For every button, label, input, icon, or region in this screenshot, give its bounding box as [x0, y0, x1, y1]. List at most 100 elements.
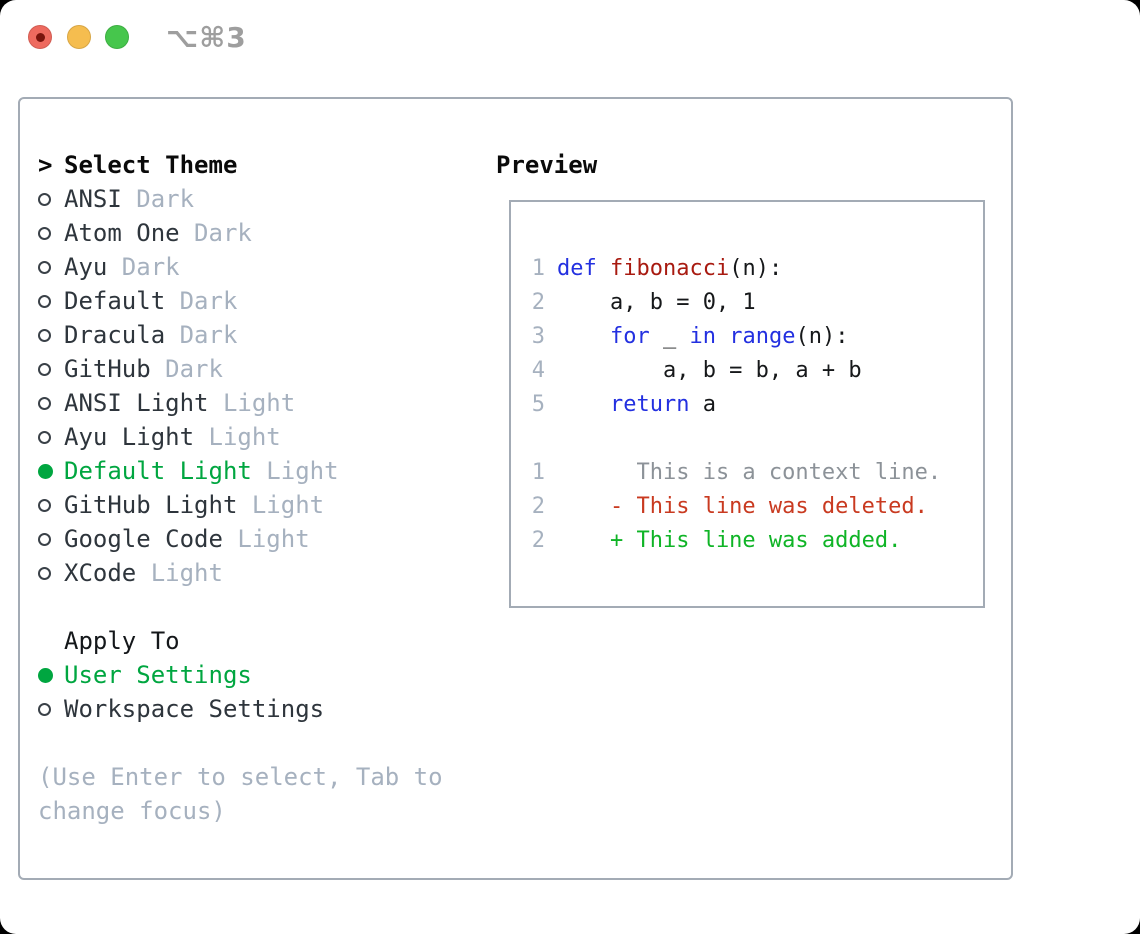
spacer-row	[38, 590, 443, 624]
close-dot-icon	[35, 32, 45, 42]
row-marker	[38, 260, 64, 274]
row-marker	[38, 498, 64, 512]
diff-line-deleted: 2 - This line was deleted.	[523, 489, 941, 523]
line-number: 2	[531, 289, 545, 315]
code-token-pl	[557, 392, 610, 417]
line-number: 3	[531, 323, 545, 349]
theme-item-ayu-light[interactable]: Ayu Light Light	[38, 420, 443, 454]
radio-unselected-icon	[38, 532, 51, 546]
theme-variant-tag: Dark	[150, 355, 223, 383]
code-token-pl: (n):	[729, 255, 783, 281]
code-text: for _ in range(n):	[557, 324, 848, 349]
line-number: 2	[531, 527, 545, 553]
row-marker	[38, 463, 64, 479]
row-marker	[38, 667, 64, 683]
theme-item-ayu[interactable]: Ayu Dark	[38, 250, 443, 284]
theme-item-label: ANSI Light	[64, 389, 209, 417]
theme-item-github-light[interactable]: GitHub Light Light	[38, 488, 443, 522]
code-token-pl: a, b = 0, 1	[557, 289, 756, 315]
code-token-kw: def	[557, 255, 597, 281]
theme-item-label: Atom One	[64, 219, 180, 247]
theme-variant-tag: Dark	[165, 321, 238, 349]
apply-option-workspace-settings[interactable]: Workspace Settings	[38, 692, 443, 726]
diff-text: This is a context line.	[557, 459, 942, 485]
row-marker	[38, 430, 64, 444]
apply-to-header: Apply To	[38, 624, 443, 658]
radio-selected-icon	[38, 463, 53, 479]
theme-item-label: GitHub Light	[64, 491, 238, 519]
theme-item-label: ANSI	[64, 185, 122, 213]
spacer-row	[38, 726, 443, 760]
theme-variant-tag: Light	[136, 559, 223, 587]
line-number: 1	[531, 255, 545, 281]
theme-variant-tag: Light	[237, 491, 325, 519]
line-number: 4	[531, 357, 545, 383]
selection-prompt-icon: >	[38, 151, 53, 179]
theme-item-default[interactable]: Default Dark	[38, 284, 443, 318]
code-text: a, b = 0, 1	[557, 290, 756, 315]
code-line: 5 return a	[523, 387, 941, 421]
theme-item-google-code[interactable]: Google Code Light	[38, 522, 443, 556]
select-theme-title: Select Theme	[64, 151, 238, 179]
close-button[interactable]	[28, 25, 52, 49]
theme-item-ansi-light[interactable]: ANSI Light Light	[38, 386, 443, 420]
code-token-kw: in	[689, 323, 716, 349]
row-marker	[38, 294, 64, 308]
code-line: 4 a, b = b, a + b	[523, 353, 941, 387]
row-marker: >	[38, 151, 64, 179]
code-token-pl: a	[689, 391, 716, 417]
preview-title: Preview	[496, 151, 598, 179]
keyboard-shortcut-label: ⌥⌘3	[166, 21, 247, 54]
preview-box	[509, 200, 985, 608]
theme-item-label: Default	[64, 287, 166, 315]
line-number: 5	[531, 391, 545, 417]
code-text: a, b = b, a + b	[557, 358, 862, 383]
code-token-pl	[716, 324, 729, 349]
apply-option-label: Workspace Settings	[64, 695, 325, 723]
theme-item-github[interactable]: GitHub Dark	[38, 352, 443, 386]
radio-unselected-icon	[38, 362, 51, 376]
theme-item-dracula[interactable]: Dracula Dark	[38, 318, 443, 352]
row-marker	[38, 702, 64, 716]
theme-variant-tag: Light	[222, 525, 310, 553]
theme-item-ansi[interactable]: ANSI Dark	[38, 182, 443, 216]
theme-item-label: Dracula	[64, 321, 166, 349]
radio-unselected-icon	[38, 430, 51, 444]
code-text: return a	[557, 392, 716, 417]
row-marker	[38, 226, 64, 240]
code-token-pl	[557, 324, 610, 349]
preview-code: 1 def fibonacci(n): 2 a, b = 0, 1 3 for _ i…	[523, 251, 941, 557]
theme-variant-tag: Dark	[107, 253, 180, 281]
code-token-pl: a, b = b, a + b	[557, 357, 862, 383]
row-marker	[38, 532, 64, 546]
radio-unselected-icon	[38, 328, 51, 342]
theme-item-default-light[interactable]: Default Light Light	[38, 454, 443, 488]
diff-text: + This line was added.	[557, 527, 902, 553]
minimize-button[interactable]	[67, 25, 91, 49]
radio-unselected-icon	[38, 192, 51, 206]
code-token-kw: return	[609, 391, 690, 417]
spacer-row	[523, 421, 941, 455]
theme-item-label: Ayu	[64, 253, 108, 281]
theme-variant-tag: Dark	[121, 185, 195, 213]
theme-variant-tag: Light	[194, 423, 281, 451]
diff-line-added: 2 + This line was added.	[523, 523, 941, 557]
zoom-button[interactable]	[105, 25, 129, 49]
theme-item-atom-one[interactable]: Atom One Dark	[38, 216, 443, 250]
theme-item-xcode[interactable]: XCode Light	[38, 556, 443, 590]
apply-option-user-settings[interactable]: User Settings	[38, 658, 443, 692]
code-token-pl: (n):	[795, 323, 849, 349]
code-token-pl	[597, 256, 610, 281]
theme-variant-tag: Dark	[179, 219, 252, 247]
row-marker	[38, 362, 64, 376]
theme-item-label: GitHub	[64, 355, 151, 383]
theme-variant-tag: Dark	[165, 287, 238, 315]
theme-item-label: XCode	[64, 559, 137, 587]
help-text-line-2: change focus)	[38, 794, 443, 828]
code-token-pl: _	[649, 323, 690, 349]
code-text: def fibonacci(n):	[557, 256, 782, 281]
theme-variant-tag: Light	[208, 389, 296, 417]
